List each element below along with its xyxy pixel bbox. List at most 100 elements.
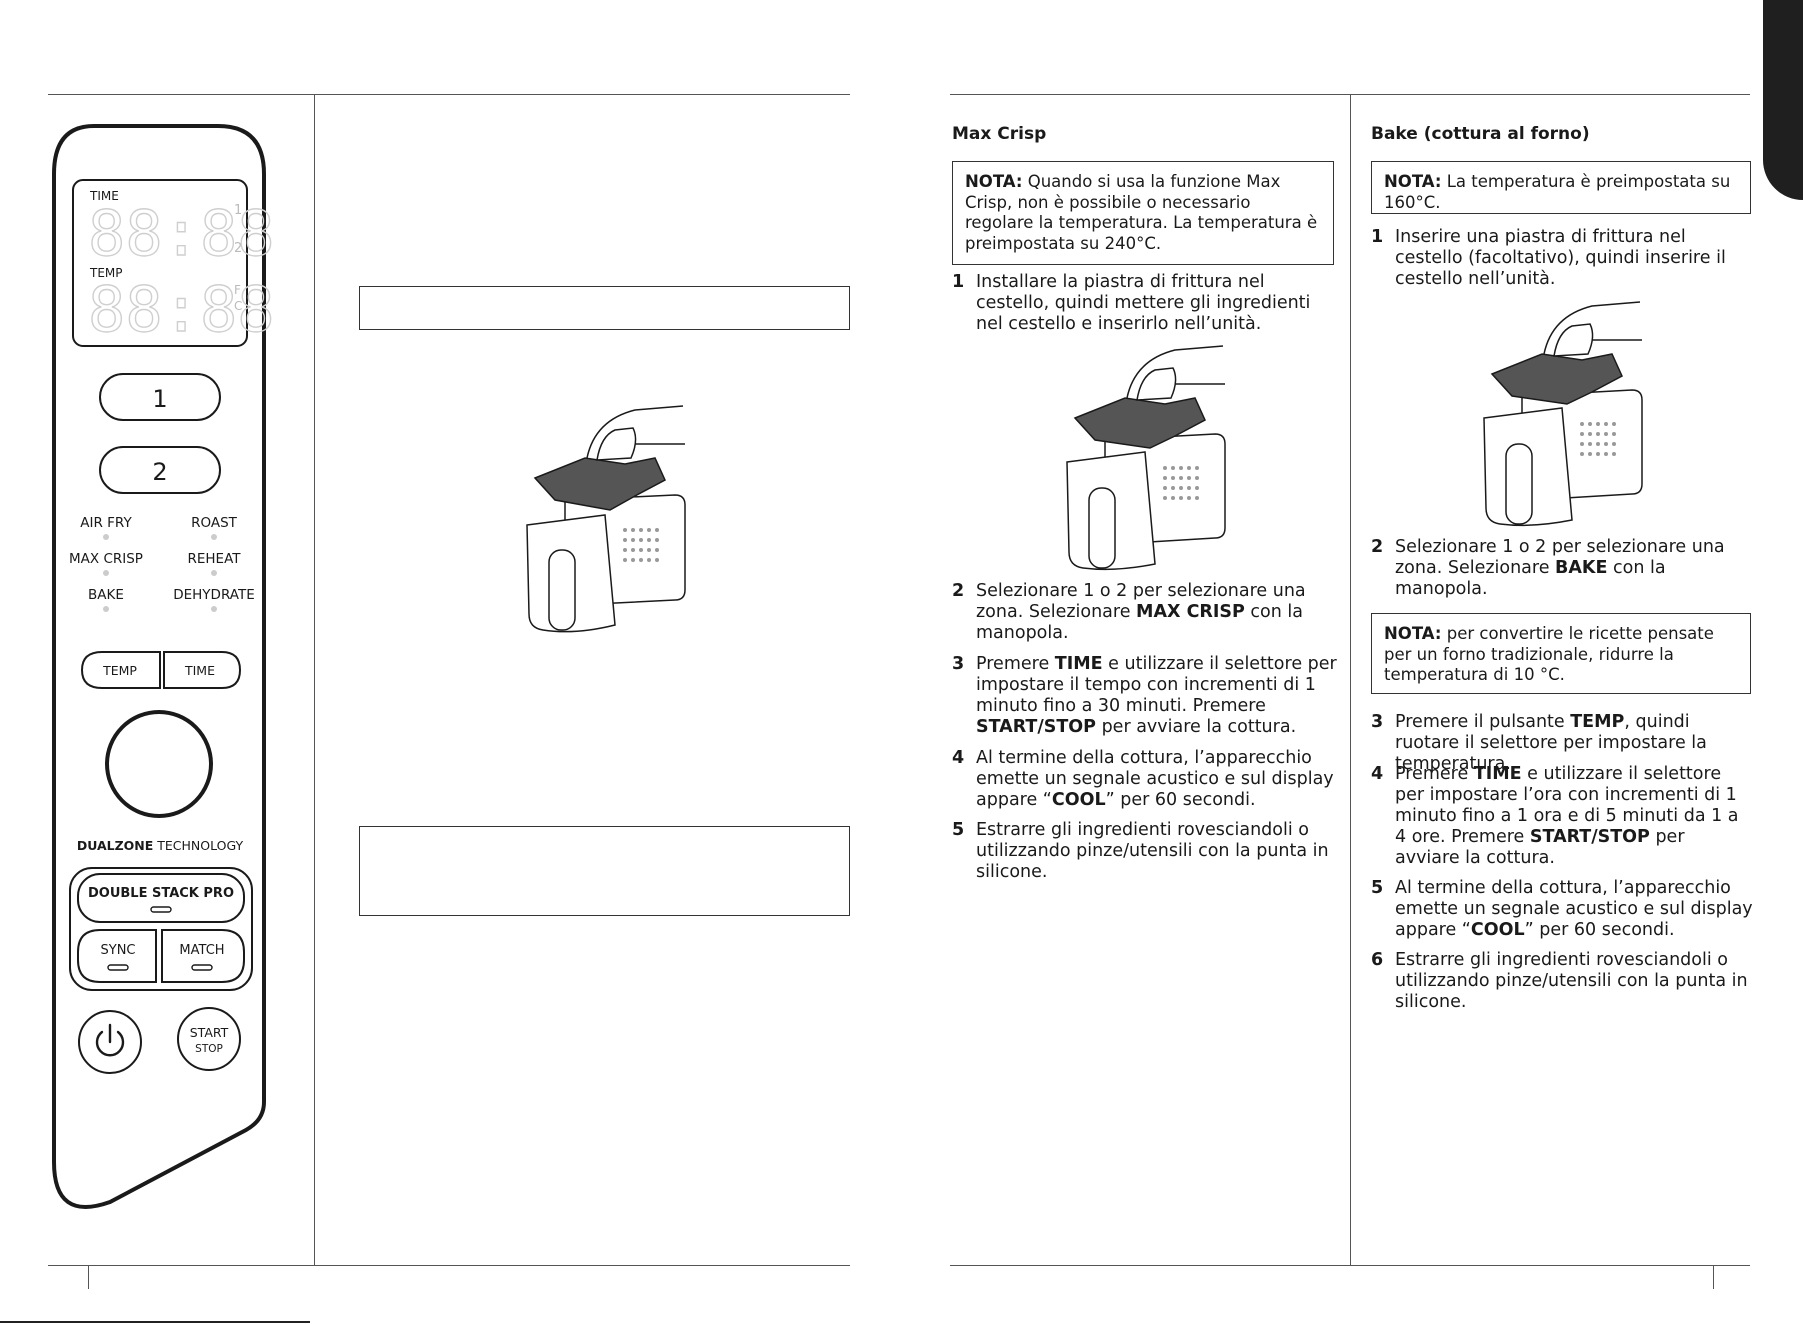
temp-display-label: TEMP [89,266,123,280]
step-text: ” per 60 secondi. [1524,920,1675,940]
control-dial[interactable] [105,710,213,818]
sync-button[interactable]: SYNC [77,929,157,983]
time-display-label: TIME [89,189,119,203]
svg-text:STOP: STOP [195,1043,223,1055]
svg-text:AIR FRY: AIR FRY [80,515,132,531]
step-bold-text: START/STOP [976,717,1096,737]
double-stack-pro-button[interactable]: DOUBLE STACK PRO [77,873,245,923]
zone-2-button[interactable]: 2 [99,446,221,494]
time-button[interactable]: TIME [163,651,242,689]
max-crisp-title: Max Crisp [952,124,1047,144]
svg-text:ROAST: ROAST [191,515,238,531]
svg-text:REHEAT: REHEAT [187,551,241,567]
step-text: con la manopola. [976,602,1303,643]
step-bold-text: MAX CRISP [1136,602,1245,622]
step-text: Premere il pulsante [1395,712,1571,732]
step-bold-text: COOL [1051,790,1106,810]
display-unit-f: F [234,283,241,297]
bake-note-2-label: NOTA: [1384,624,1442,643]
time-digits: 88:88 [87,196,273,270]
svg-text:DOUBLE STACK PRO: DOUBLE STACK PRO [88,886,234,901]
bake-note-2-text: per convertire le ricette pensate per un… [1384,624,1714,684]
function-reheat[interactable]: REHEAT [187,551,241,576]
temp-button[interactable]: TEMP [80,651,161,689]
step-text: Estrarre gli ingredienti rovesciandoli o… [976,820,1329,882]
max-crisp-note-label: NOTA: [965,172,1023,191]
page-tick-left [88,1265,90,1289]
step-text: , quindi ruotare il selettore per impost… [1395,712,1707,774]
step-text: per avviare la cottura. [1395,827,1685,868]
basket-crisper-illustration-2 [1066,345,1226,571]
step-text: con la manopola. [1395,558,1666,599]
svg-text:BAKE: BAKE [88,587,124,603]
display-screen [72,179,248,347]
control-panel: TIME TEMP 88:88 88:88 1 2 F C 1 2 AIR FR… [52,124,273,1209]
svg-text:TIME: TIME [184,663,215,678]
empty-note-box-bottom [359,826,850,916]
empty-note-box-top [359,286,850,330]
max-crisp-note-text: Quando si usa la funzione Max Crisp, non… [965,172,1318,253]
step-text: Al termine della cottura, l’apparecchio … [976,748,1334,810]
basket-crisper-illustration-3 [1483,301,1643,527]
crop-mark [0,1321,310,1323]
bottom-rule-left [48,1265,850,1267]
function-roast[interactable]: ROAST [191,515,238,540]
svg-text:MATCH: MATCH [179,943,224,958]
bake-note: NOTA: La temperatura è preimpostata su 1… [1371,161,1751,214]
bake-note-label: NOTA: [1384,172,1442,191]
svg-text:START: START [190,1025,229,1040]
function-max-crisp[interactable]: MAX CRISP [69,551,143,576]
power-icon [95,1023,125,1057]
step-bold-text: COOL [1470,920,1525,940]
basket-crisper-illustration-1 [526,405,686,633]
top-rule-left [48,94,850,96]
max-crisp-note: NOTA: Quando si usa la funzione Max Cris… [952,161,1334,265]
svg-text:2: 2 [152,458,167,486]
step-bold-text: TIME [1054,654,1103,674]
svg-text:DEHYDRATE: DEHYDRATE [173,587,255,603]
step-text: e utilizzare il selettore per impostare … [1395,764,1739,847]
bake-title: Bake (cottura al forno) [1371,124,1590,144]
step-text: Selezionare 1 o 2 per selezionare una zo… [1395,537,1725,578]
start-stop-button[interactable]: START STOP [177,1007,241,1071]
section-tab [1763,0,1803,200]
zone-1-button[interactable]: 1 [99,373,221,421]
step-text: Installare la piastra di frittura nel ce… [976,272,1311,334]
function-air-fry[interactable]: AIR FRY [80,515,132,540]
column-divider-left [314,94,316,1266]
step-text: Premere [1395,764,1474,784]
function-bake[interactable]: BAKE [88,587,124,612]
bake-note-2: NOTA: per convertire le ricette pensate … [1371,613,1751,694]
step-text: Premere [976,654,1055,674]
bake-note-text: La temperatura è preimpostata su 160°C. [1384,172,1731,212]
svg-text:SYNC: SYNC [101,943,136,958]
function-dehydrate[interactable]: DEHYDRATE [173,587,255,612]
display-zone-1: 1 [234,203,242,218]
panel-outline [52,124,266,1209]
svg-text:1: 1 [152,385,167,413]
step-bold-text: TIME [1473,764,1522,784]
display-unit-c: C [234,299,242,313]
step-text: Selezionare 1 o 2 per selezionare una zo… [976,581,1306,622]
step-bold-text: TEMP [1570,712,1625,732]
dualzone-group [69,867,253,991]
match-button[interactable]: MATCH [161,929,245,983]
svg-text:MAX CRISP: MAX CRISP [69,551,143,567]
column-divider-right [1350,94,1352,1266]
svg-text:TEMP: TEMP [102,663,137,678]
step-bold-text: BAKE [1555,558,1608,578]
svg-text:88:88: 88:88 [88,273,273,346]
power-button[interactable] [78,1010,142,1074]
step-text: Al termine della cottura, l’apparecchio … [1395,878,1753,940]
step-text: e utilizzare il selettore per impostare … [976,654,1337,716]
